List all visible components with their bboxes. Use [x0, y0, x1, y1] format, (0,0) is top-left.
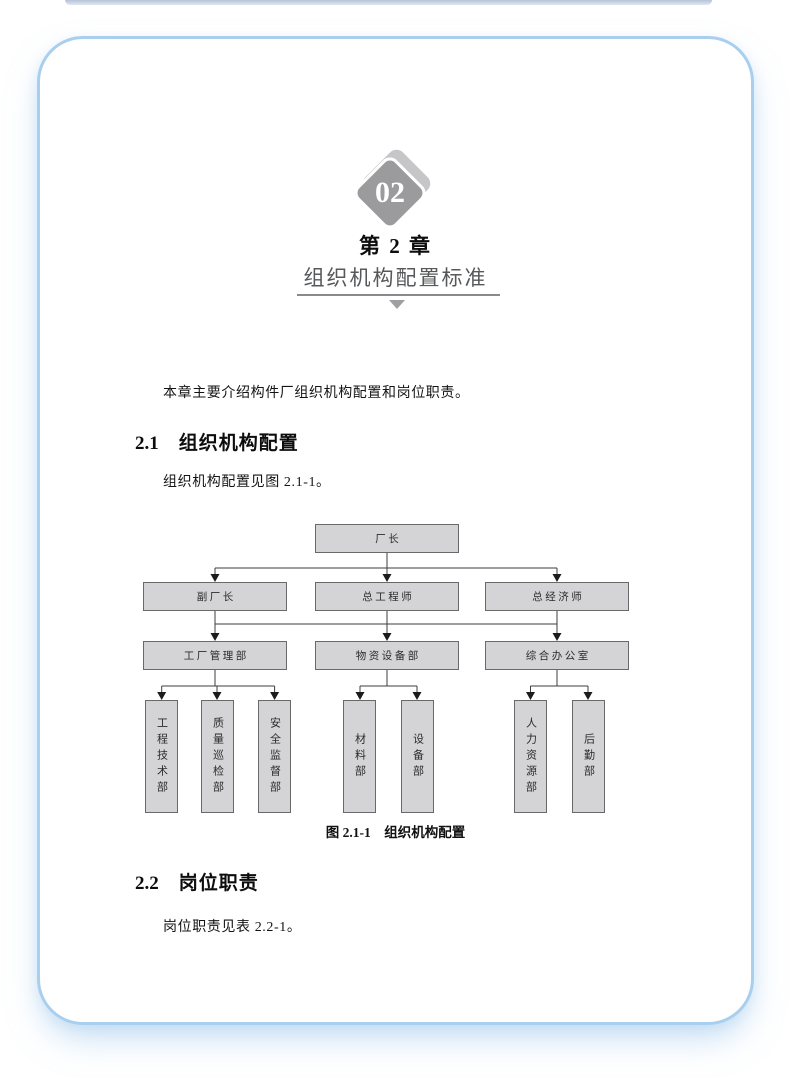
org-node-department: 质量巡检部 — [201, 700, 234, 813]
subtitle-underline — [297, 294, 500, 296]
org-node-department: 材料部 — [343, 700, 376, 813]
section-title: 组织机构配置 — [178, 433, 299, 454]
org-node-root: 厂长 — [315, 524, 459, 553]
chapter-heading: 第 2 章 — [359, 234, 432, 258]
org-node-department: 人力资源部 — [514, 700, 547, 813]
section-2-1-heading: 2.1 组织机构配置 — [135, 428, 299, 455]
org-node-level2: 总工程师 — [315, 582, 459, 611]
org-node-level2: 副厂长 — [143, 582, 287, 611]
org-node-department: 后勤部 — [572, 700, 605, 813]
figure-reference-paragraph: 组织机构配置见图 2.1-1。 — [163, 475, 331, 490]
chapter-badge: 02 — [350, 146, 434, 233]
figure-caption: 图 2.1-1 组织机构配置 — [325, 825, 466, 840]
section-title: 岗位职责 — [178, 873, 259, 894]
org-node-level3: 物资设备部 — [315, 641, 459, 670]
intro-paragraph: 本章主要介绍构件厂组织机构配置和岗位职责。 — [163, 386, 470, 401]
org-chart-figure: 厂长 副厂长 总工程师 总经济师 工厂管理部 物资设备部 综合办公室 工程技术部… — [130, 515, 670, 815]
table-reference-paragraph: 岗位职责见表 2.2-1。 — [163, 920, 302, 935]
org-node-department: 安全监督部 — [258, 700, 291, 813]
down-arrow-icon — [389, 300, 405, 309]
chapter-subtitle: 组织机构配置标准 — [303, 267, 488, 290]
org-node-department: 设备部 — [401, 700, 434, 813]
previous-page-edge — [65, 0, 712, 5]
org-node-level3: 工厂管理部 — [143, 641, 287, 670]
org-chart-connectors — [157, 553, 593, 700]
section-2-2-heading: 2.2 岗位职责 — [135, 868, 259, 895]
org-node-level2: 总经济师 — [485, 582, 629, 611]
section-number: 2.2 — [135, 873, 159, 894]
section-number: 2.1 — [135, 433, 159, 454]
org-node-department: 工程技术部 — [145, 700, 178, 813]
chapter-badge-number: 02 — [375, 176, 405, 209]
org-node-level3: 综合办公室 — [485, 641, 629, 670]
